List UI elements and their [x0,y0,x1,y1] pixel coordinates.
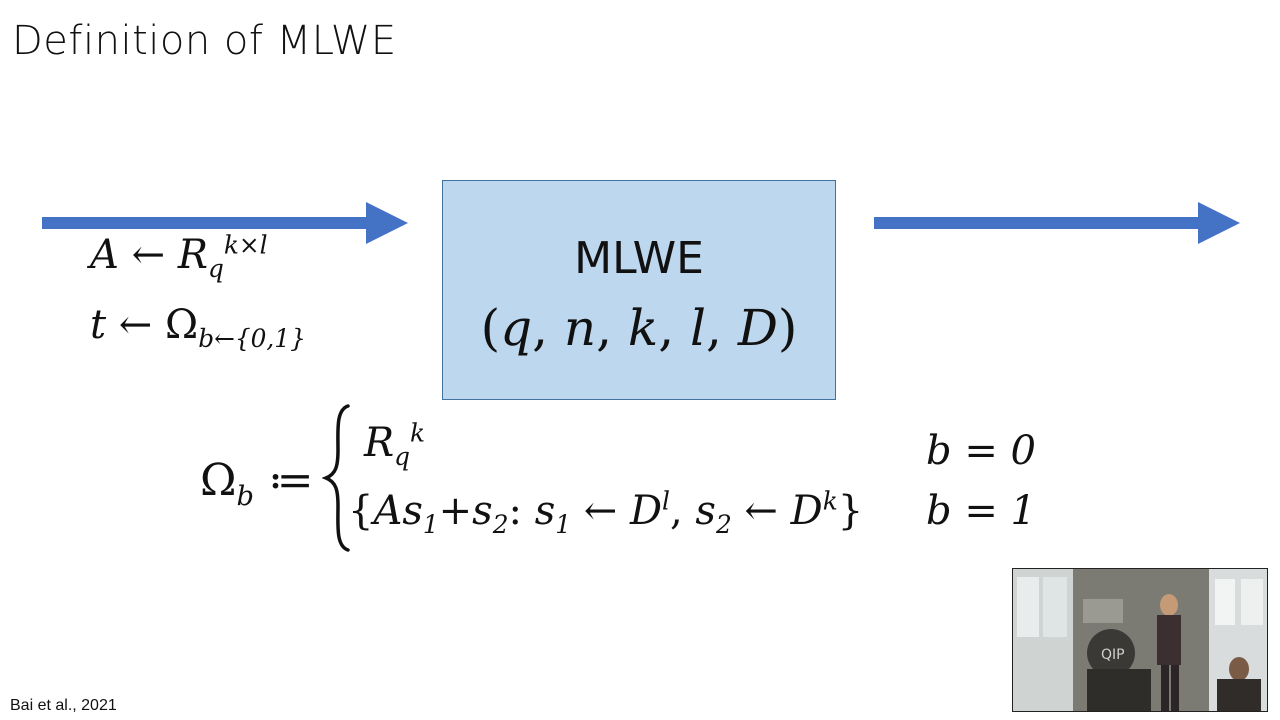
mlwe-parameters: (q, n, k, l, D) [480,299,798,357]
param-l: l [690,299,707,357]
input-a-sampling: A ← Rqk×l [90,230,268,283]
output-arrow [874,202,1240,244]
param-k: k [627,299,659,357]
param-q: q [500,299,533,357]
param-D: D [737,299,778,357]
case-b1-value: {As1+s2: s1 ← Dl, s2 ← Dk} [348,486,864,539]
param-n: n [563,299,597,357]
mlwe-box: MLWE (q, n, k, l, D) [442,180,836,400]
slide-title: Definition of MLWE [12,18,397,64]
svg-text:QIP: QIP [1101,647,1125,663]
speaker-video-frame: QIP [1013,569,1267,711]
omega-b-lhs: Ωb ≔ [200,455,314,512]
case-b1-condition: b = 1 [926,488,1036,534]
speaker-video: QIP [1012,568,1268,712]
citation: Bai et al., 2021 [10,697,117,714]
mlwe-box-title: MLWE [574,233,704,284]
case-b0-condition: b = 0 [926,428,1036,474]
input-arrow [42,202,408,244]
case-b0-value: Rqk [364,418,426,471]
cases-brace [322,404,350,552]
input-t-sampling: t ← Ωb←{0,1} [90,302,306,353]
